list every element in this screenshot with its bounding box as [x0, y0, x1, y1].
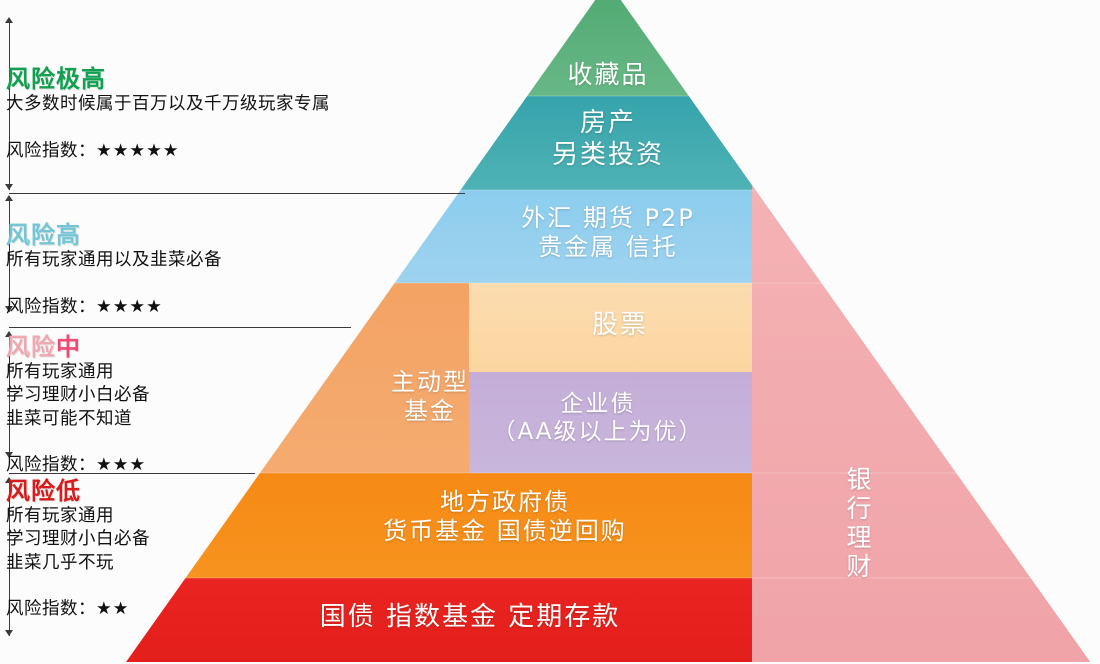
legend-high-stars: ★★★★ — [96, 296, 163, 317]
bracket-extreme-arrow-bottom — [5, 184, 13, 190]
bracket-mid — [9, 336, 10, 458]
legend-low-title: 风险低 — [6, 478, 150, 504]
legend-low-risk-label: 风险指数： — [6, 598, 96, 619]
divider-extreme — [9, 193, 465, 194]
bracket-low-arrow-bottom — [5, 630, 13, 636]
legend-mid-title-accent: 中 — [56, 333, 81, 361]
bracket-high-arrow-top — [5, 195, 13, 201]
legend-high-risk: 风险指数：★★★★ — [6, 272, 222, 318]
legend-low-risk: 风险指数：★★ — [6, 575, 150, 621]
legend-extreme-title: 风险极高 — [6, 65, 106, 93]
legend-high-risk-label: 风险指数： — [6, 296, 96, 317]
legend-mid-title: 风险中 — [6, 334, 150, 360]
legend-low-title-head: 风险 — [6, 477, 56, 505]
bracket-low — [9, 482, 10, 636]
bracket-extreme-arrow-top — [5, 17, 13, 23]
legend-low-title-accent: 低 — [56, 477, 81, 505]
legend-extreme: 风险极高 大多数时候属于百万以及千万级玩家专属 风险指数：★★★★★ — [6, 66, 330, 163]
legend-high-lines: 所有玩家通用以及韭菜必备 — [6, 250, 222, 271]
legend-low: 风险低 所有玩家通用 学习理财小白必备 韭菜几乎不玩 风险指数：★★ — [6, 478, 150, 621]
legend-low-lines: 所有玩家通用 学习理财小白必备 韭菜几乎不玩 — [6, 506, 150, 573]
legend-mid-risk-label: 风险指数： — [6, 454, 96, 475]
legend-mid-title-head: 风险 — [6, 333, 56, 361]
bracket-low-arrow-top — [5, 477, 13, 483]
legend-mid-lines: 所有玩家通用 学习理财小白必备 韭菜可能不知道 — [6, 362, 150, 429]
bracket-mid-arrow-bottom — [5, 452, 13, 458]
pyramid-side-panel-bank — [752, 190, 1090, 662]
legend-high-title: 风险高 — [6, 221, 81, 249]
bracket-high-arrow-bottom — [5, 306, 13, 312]
legend-extreme-risk: 风险指数：★★★★★ — [6, 116, 330, 162]
pyramid-side-panel-bank-top — [752, 186, 757, 190]
legend-extreme-stars: ★★★★★ — [96, 140, 180, 161]
legend-high: 风险高 所有玩家通用以及韭菜必备 风险指数：★★★★ — [6, 222, 222, 319]
legend-mid-stars: ★★★ — [96, 454, 147, 475]
bracket-high — [9, 200, 10, 312]
divider-high — [9, 327, 351, 328]
divider-mid — [9, 473, 255, 474]
legend-mid-risk: 风险指数：★★★ — [6, 431, 150, 477]
legend-extreme-lines: 大多数时候属于百万以及千万级玩家专属 — [6, 94, 330, 115]
legend-mid: 风险中 所有玩家通用 学习理财小白必备 韭菜可能不知道 风险指数：★★★ — [6, 334, 150, 477]
bracket-mid-arrow-top — [5, 331, 13, 337]
legend-low-stars: ★★ — [96, 598, 130, 619]
legend-extreme-risk-label: 风险指数： — [6, 140, 96, 161]
bracket-extreme — [9, 22, 10, 190]
